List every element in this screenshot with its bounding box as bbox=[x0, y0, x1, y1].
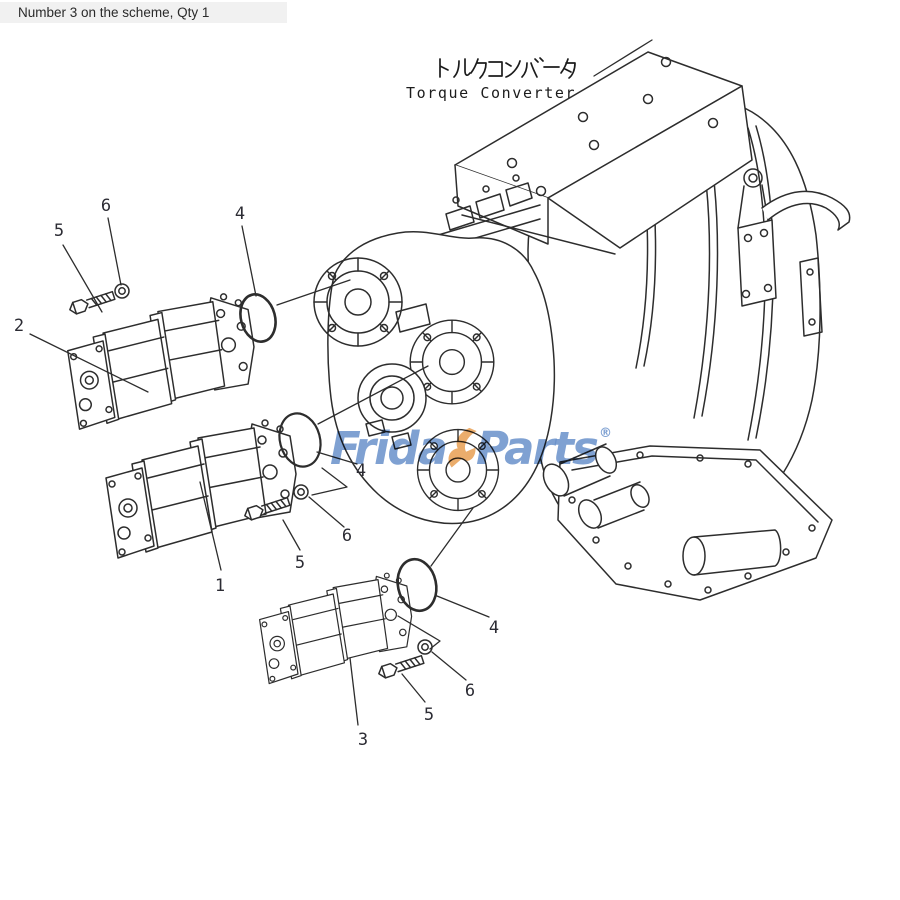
torque-converter-drawing bbox=[313, 51, 851, 601]
callout-number-3: 3 bbox=[357, 730, 369, 750]
header-text: Number 3 on the scheme, Qty 1 bbox=[18, 5, 210, 20]
callout-number-5: 5 bbox=[294, 553, 306, 573]
callout-number-6: 6 bbox=[100, 196, 112, 216]
callout-number-2: 2 bbox=[13, 316, 25, 336]
callout-number-1: 1 bbox=[214, 576, 226, 596]
callout-number-4: 4 bbox=[355, 461, 367, 481]
callout-number-4: 4 bbox=[488, 618, 500, 638]
callout-number-5: 5 bbox=[53, 221, 65, 241]
pump-1-drawing bbox=[105, 419, 297, 559]
pump-2-drawing bbox=[67, 293, 255, 430]
callout-number-6: 6 bbox=[341, 526, 353, 546]
japanese-title-strokes bbox=[439, 57, 576, 79]
callout-number-6: 6 bbox=[464, 681, 476, 701]
leader-lines bbox=[29, 39, 653, 726]
o-ring-icon bbox=[239, 293, 438, 613]
callout-number-4: 4 bbox=[234, 204, 246, 224]
callout-number-5: 5 bbox=[423, 705, 435, 725]
header-bar: Number 3 on the scheme, Qty 1 bbox=[0, 2, 287, 23]
torque-converter-label-en: Torque Converter bbox=[406, 84, 577, 102]
